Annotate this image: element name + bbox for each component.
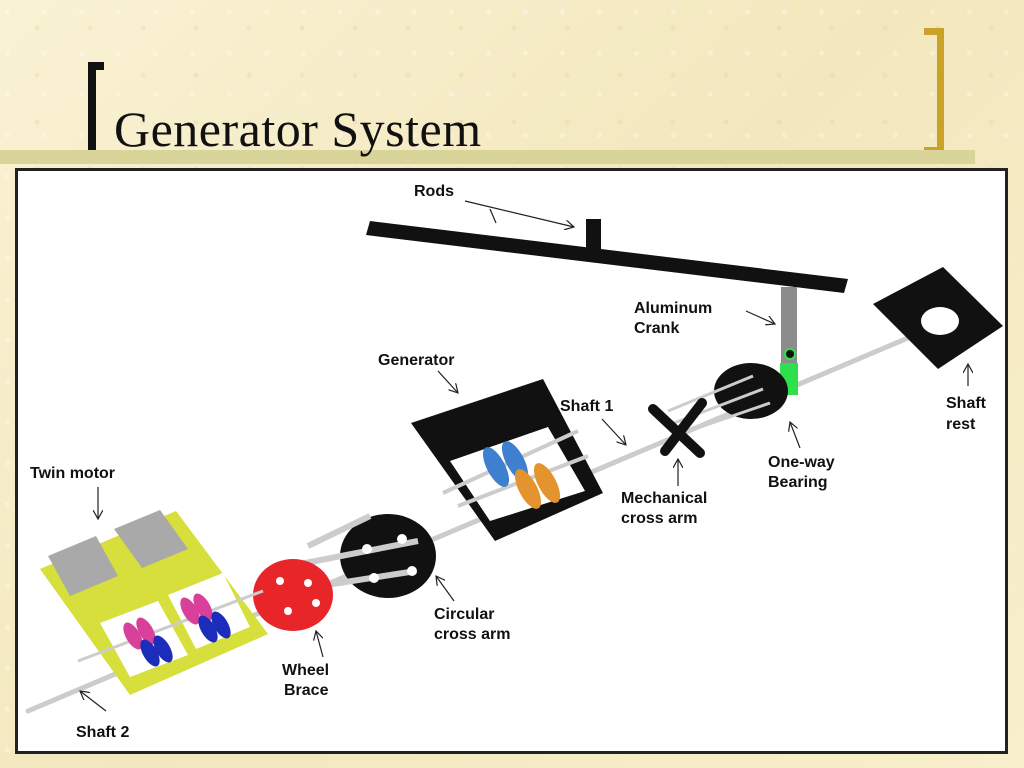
label-one-way-bearing-line1: One-way bbox=[768, 454, 835, 471]
label-wheel-brace-line2: Brace bbox=[284, 682, 329, 699]
label-generator: Generator bbox=[378, 352, 454, 369]
label-aluminum-crank-line2: Crank bbox=[634, 320, 679, 337]
label-rods: Rods bbox=[414, 183, 454, 200]
label-mechanical-cross-arm-line1: Mechanical bbox=[621, 490, 707, 507]
label-shaft2: Shaft 2 bbox=[76, 724, 129, 741]
label-shaft-rest-line1: Shaft bbox=[946, 395, 987, 412]
label-twin-motor: Twin motor bbox=[30, 465, 115, 482]
label-mechanical-cross-arm-line2: cross arm bbox=[621, 510, 698, 527]
label-aluminum-crank-line1: Aluminum bbox=[634, 300, 712, 317]
shaft-rest bbox=[873, 267, 1003, 369]
label-one-way-bearing-line2: Bearing bbox=[768, 474, 828, 491]
label-circular-cross-arm-line1: Circular bbox=[434, 606, 494, 623]
rods bbox=[366, 219, 848, 293]
mechanical-cross-arm bbox=[648, 398, 707, 458]
generator bbox=[411, 379, 603, 541]
title-bracket-left bbox=[88, 62, 104, 162]
label-shaft1: Shaft 1 bbox=[560, 398, 613, 415]
pointer-arrows bbox=[80, 200, 968, 712]
wheel-brace bbox=[253, 559, 333, 631]
diagram-canvas: Rods Aluminum Crank Generator Shaft 1 Sh… bbox=[25, 183, 1003, 741]
aluminum-crank bbox=[781, 287, 797, 367]
title-bracket-right bbox=[924, 28, 944, 154]
slide-title: Generator System bbox=[114, 101, 482, 157]
label-circular-cross-arm-line2: cross arm bbox=[434, 626, 511, 643]
title-underline-bar bbox=[0, 150, 975, 164]
label-wheel-brace-line1: Wheel bbox=[282, 662, 329, 679]
label-shaft-rest-line2: rest bbox=[946, 416, 976, 433]
generator-system-diagram: Rods Aluminum Crank Generator Shaft 1 Sh… bbox=[15, 168, 1008, 754]
twin-motor bbox=[40, 510, 268, 695]
